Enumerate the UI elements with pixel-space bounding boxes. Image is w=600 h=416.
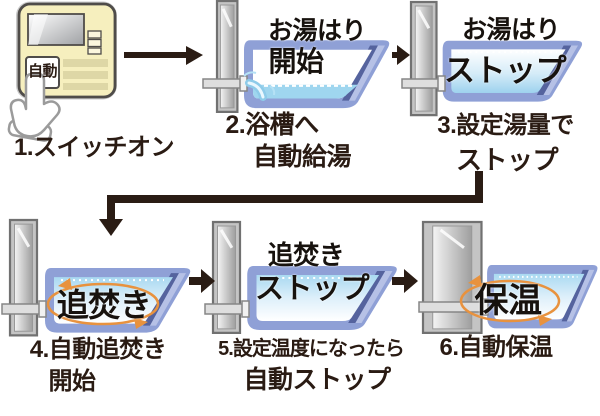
caption-step2-line1: 2.浴槽へ: [225, 111, 319, 139]
top-label-step3: お湯はり: [461, 16, 561, 44]
bathtub-graphic-step2: [244, 40, 390, 109]
auto-button-label: 自動: [27, 63, 58, 80]
water-label-step4: 追焚き: [56, 287, 152, 323]
wall-graphic-step5: [211, 220, 242, 335]
caption-step5-line1: 5.設定温度になったら: [218, 338, 405, 360]
connector-step3-to-step4: [99, 171, 483, 236]
caption-step3-line2: ストップ: [455, 145, 559, 175]
caption-step1: 1.スイッチオン: [13, 134, 175, 161]
cycle-arrows-icon-step6: [459, 275, 561, 326]
top-label-step2-line2: 開始: [268, 46, 324, 77]
caption-step4-line1: 4.自動追焚き: [29, 336, 167, 363]
wall-graphic-step2: [215, 0, 239, 114]
caption-step6: 6.自動保温: [439, 334, 553, 361]
caption-step5-line2: 自動ストップ: [243, 366, 391, 394]
remote-side-buttons: [87, 30, 102, 55]
water-label-step3: ストップ: [444, 53, 567, 88]
arrow-step1-to-step2-icon: [124, 46, 203, 65]
pipe-graphic-step6: [418, 298, 489, 316]
arrow-step4-to-step5-icon: [189, 269, 215, 293]
pipe-graphic-step3: [401, 75, 446, 92]
down-arrowhead-icon: [99, 219, 123, 236]
wall-graphic-step3: [409, 0, 439, 117]
caption-step4-line2: 開始: [48, 368, 97, 395]
top-label-step2-line1: お湯はり: [267, 17, 367, 45]
caption-step3-line1: 3.設定湯量で: [437, 112, 574, 139]
top-label-step5: 追焚き: [267, 240, 345, 270]
water-label-step5: ストップ: [254, 273, 370, 305]
water-stream-icon: [243, 71, 276, 101]
shallow-water: [253, 84, 358, 99]
caption-step2-line2: 自動給湯: [252, 143, 352, 171]
water-label-step6: 保温: [474, 282, 543, 320]
hand-pointer-icon: [7, 72, 61, 142]
arrow-step5-to-step6-icon: [392, 269, 418, 293]
arrow-step2-to-step3-icon: [392, 45, 410, 65]
pipe-graphic-step2: [202, 75, 248, 92]
wall-graphic-step4: [8, 218, 39, 337]
pipe-graphic-step5: [204, 300, 250, 318]
remote-menu-lines: [63, 59, 108, 90]
pipe-graphic-step4: [1, 300, 47, 318]
cycle-arrows-icon-step4: [46, 278, 160, 329]
